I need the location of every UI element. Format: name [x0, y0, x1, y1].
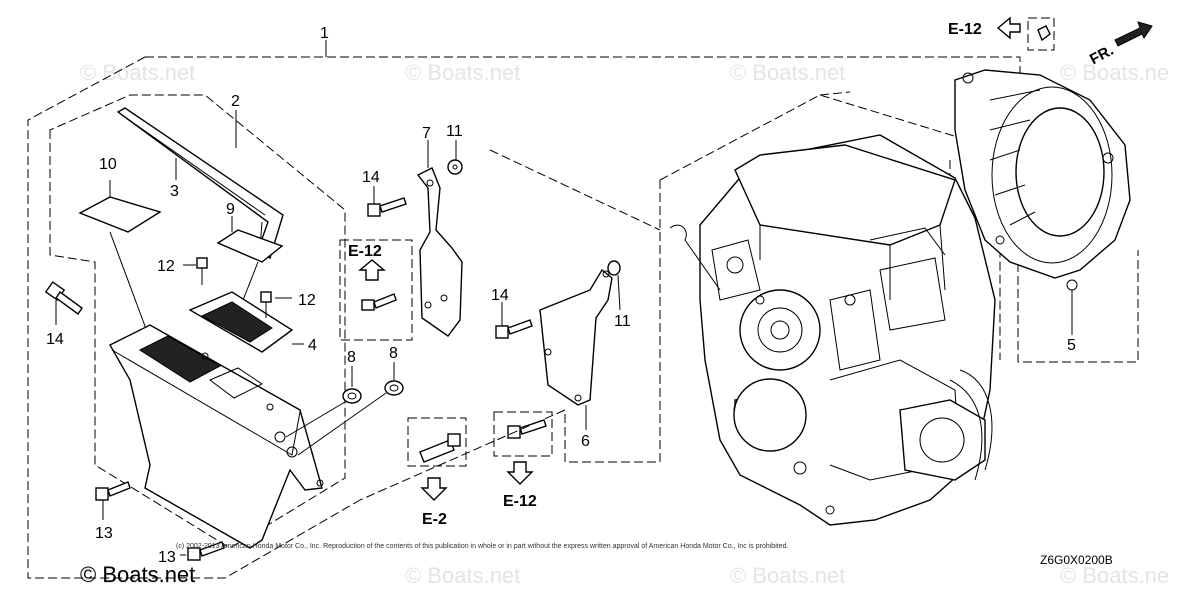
callout-14a: 14 [46, 331, 64, 348]
arrow-down-icon [506, 461, 534, 485]
watermark: © Boats.net [730, 60, 845, 85]
callout-12a: 12 [157, 258, 175, 275]
flywheel-cover-5 [954, 69, 1131, 291]
arrow-down-icon [420, 477, 448, 501]
watermark: © Boats.net [405, 563, 520, 588]
callout-7: 7 [422, 125, 431, 142]
bolt-14-mid [495, 319, 533, 339]
seal-strip [116, 107, 284, 260]
watermark: © Boats.ne [1060, 60, 1169, 85]
callout-14b: 14 [362, 169, 380, 186]
bolt-12b [260, 291, 272, 318]
cover-group-frame [49, 94, 346, 549]
callout-13a: 13 [95, 525, 113, 542]
diagram-code: Z6G0X0200B [1040, 553, 1113, 567]
e12-bottom-reference-box [493, 411, 553, 457]
callout-14c: 14 [491, 287, 509, 304]
label-plate-10 [78, 196, 162, 233]
arrow-left-icon [996, 16, 1021, 40]
arrow-up-icon [358, 259, 386, 281]
leader-line [297, 392, 387, 456]
bolt-14-upper [367, 197, 407, 217]
callout-8a: 8 [347, 349, 356, 366]
callout-4: 4 [308, 337, 317, 354]
label-plate-9 [216, 229, 284, 263]
callout-3: 3 [170, 183, 179, 200]
ref-e12-bottom: E-12 [503, 493, 537, 510]
watermark: © Boats.net [730, 563, 845, 588]
copyright-notice: (c) 2002-2013 American Honda Motor Co., … [176, 543, 788, 550]
callout-8b: 8 [389, 345, 398, 362]
callout-1: 1 [320, 25, 329, 42]
brand-label: © Boats.net [80, 562, 195, 587]
bolt-e2 [419, 433, 461, 463]
e12-reference-box [339, 239, 413, 341]
engine [669, 134, 996, 526]
watermark: © Boats.ne [1060, 563, 1169, 588]
callout-12b: 12 [298, 292, 316, 309]
leader-line [285, 401, 346, 438]
ref-e2: E-2 [422, 511, 447, 528]
callout-10: 10 [99, 156, 117, 173]
callout-9: 9 [226, 201, 235, 218]
bolt-e12-bottom [507, 419, 547, 439]
grommet-8a [342, 388, 362, 404]
bolt-in-box [361, 293, 397, 311]
engine-frame [359, 91, 1001, 501]
bolt-13a [95, 481, 131, 501]
washer-11a [447, 159, 463, 175]
front-arrow-icon [1114, 21, 1153, 47]
callout-11b: 11 [614, 313, 631, 330]
nut-top [1037, 25, 1051, 42]
ref-e12-top: E-12 [948, 21, 982, 38]
watermark: © Boats.net [80, 60, 195, 85]
leader-line [617, 274, 621, 311]
grommet-8b [384, 380, 404, 396]
bolt-14-left [44, 281, 83, 315]
washer-11b [607, 260, 621, 276]
rubber-pad [188, 291, 294, 353]
bolt-13b [187, 541, 225, 561]
callout-11a: 11 [446, 123, 463, 140]
watermark: © Boats.net [405, 60, 520, 85]
callout-5: 5 [1067, 337, 1076, 354]
watermark: © Boats.net [80, 563, 195, 588]
leader-line [109, 231, 153, 346]
bracket-7 [416, 167, 463, 337]
callout-6: 6 [581, 433, 590, 450]
bolt-12a [196, 257, 208, 285]
bracket-6 [539, 268, 613, 406]
ref-e12-box: E-12 [348, 243, 382, 260]
control-cover [109, 324, 324, 549]
callout-2: 2 [231, 93, 240, 110]
e2-reference-box [407, 417, 467, 467]
callout-13b: 13 [158, 549, 176, 566]
e12-top-reference-box [1027, 17, 1055, 51]
